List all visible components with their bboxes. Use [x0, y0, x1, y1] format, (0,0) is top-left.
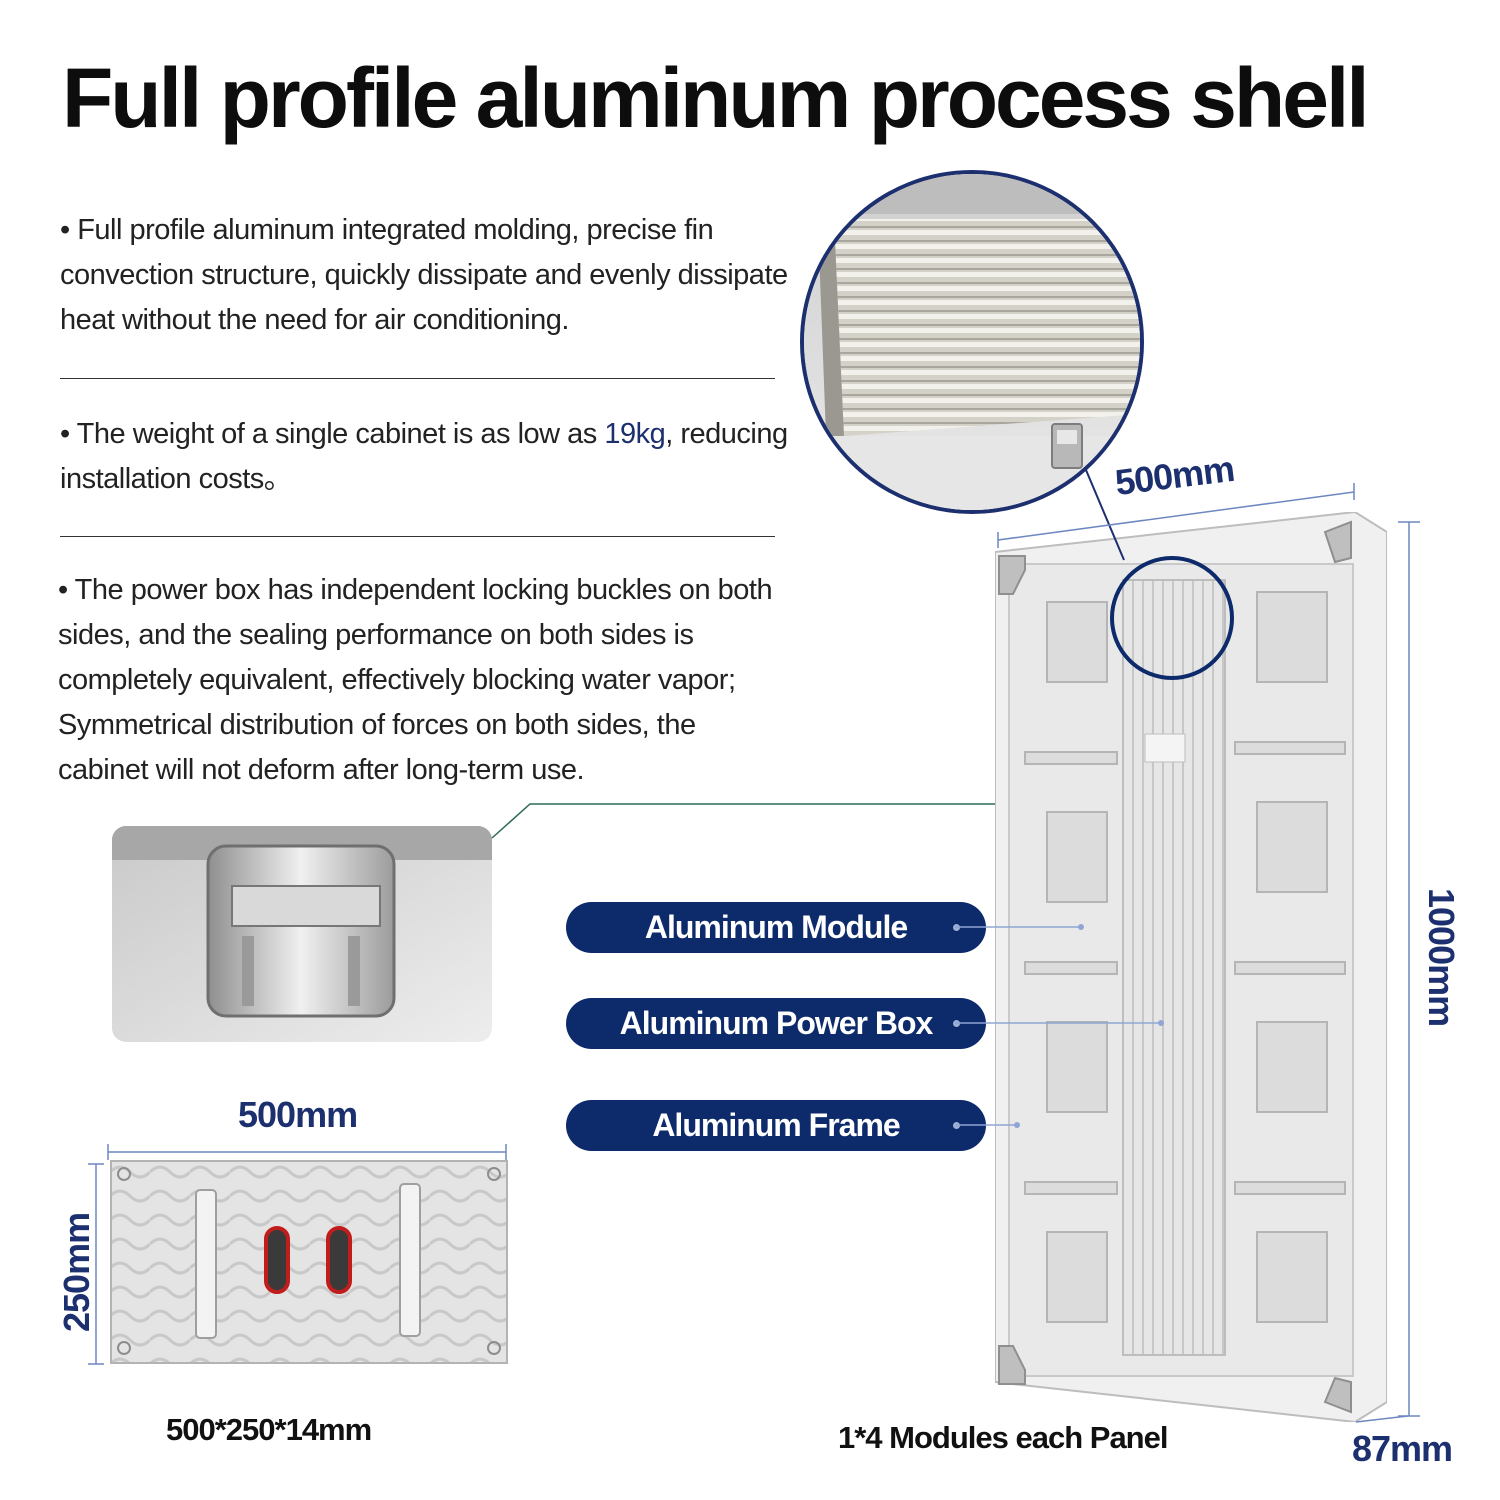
- label-text: Aluminum Frame: [652, 1107, 900, 1143]
- cabinet-height-dimension: [1398, 521, 1420, 1417]
- feature-text: • Full profile aluminum integrated moldi…: [60, 214, 788, 336]
- feature-text: • The power box has independent locking …: [58, 574, 773, 786]
- feature-text: • The weight of a single cabinet is as l…: [60, 418, 605, 450]
- weight-value: 19kg: [604, 418, 666, 450]
- aluminum-frame-label: Aluminum Frame: [566, 1100, 986, 1151]
- module-panel-caption: 500*250*14mm: [166, 1412, 372, 1447]
- locking-buckle-image: [112, 826, 492, 1042]
- module-height-dimension: [88, 1163, 104, 1365]
- page-title: Full profile aluminum process shell: [62, 51, 1370, 145]
- zoom-callout: [1085, 470, 1234, 680]
- module-height-label: 250mm: [56, 1212, 97, 1332]
- divider: [60, 536, 775, 537]
- cabinet-depth-label: 87mm: [1352, 1428, 1453, 1469]
- cabinet-width-dimension: [997, 483, 1355, 548]
- feature-weight: • The weight of a single cabinet is as l…: [60, 412, 790, 502]
- feature-heat-dissipation: • Full profile aluminum integrated moldi…: [60, 208, 790, 343]
- heat-sink-closeup-image: [800, 170, 1144, 514]
- buckle-callout-line: [491, 803, 1088, 839]
- cabinet-caption: 1*4 Modules each Panel: [838, 1420, 1168, 1455]
- module-width-label: 500mm: [238, 1094, 358, 1135]
- cabinet-depth-dimension: [1355, 1415, 1409, 1423]
- aluminum-module-label: Aluminum Module: [566, 902, 986, 953]
- feature-locking-buckles: • The power box has independent locking …: [58, 568, 788, 793]
- module-panel-image: [110, 1160, 508, 1364]
- label-text: Aluminum Module: [644, 909, 908, 945]
- cabinet-height-label: 1000mm: [1421, 888, 1462, 1027]
- aluminum-power-box-label: Aluminum Power Box: [566, 998, 986, 1049]
- feature-text: , reducing installation costs。: [60, 418, 788, 495]
- label-text: Aluminum Power Box: [619, 1005, 934, 1041]
- label-pointer-lines: [955, 924, 1164, 1128]
- divider: [60, 378, 775, 379]
- module-width-dimension: [107, 1144, 507, 1160]
- cabinet-image: [994, 510, 1388, 1424]
